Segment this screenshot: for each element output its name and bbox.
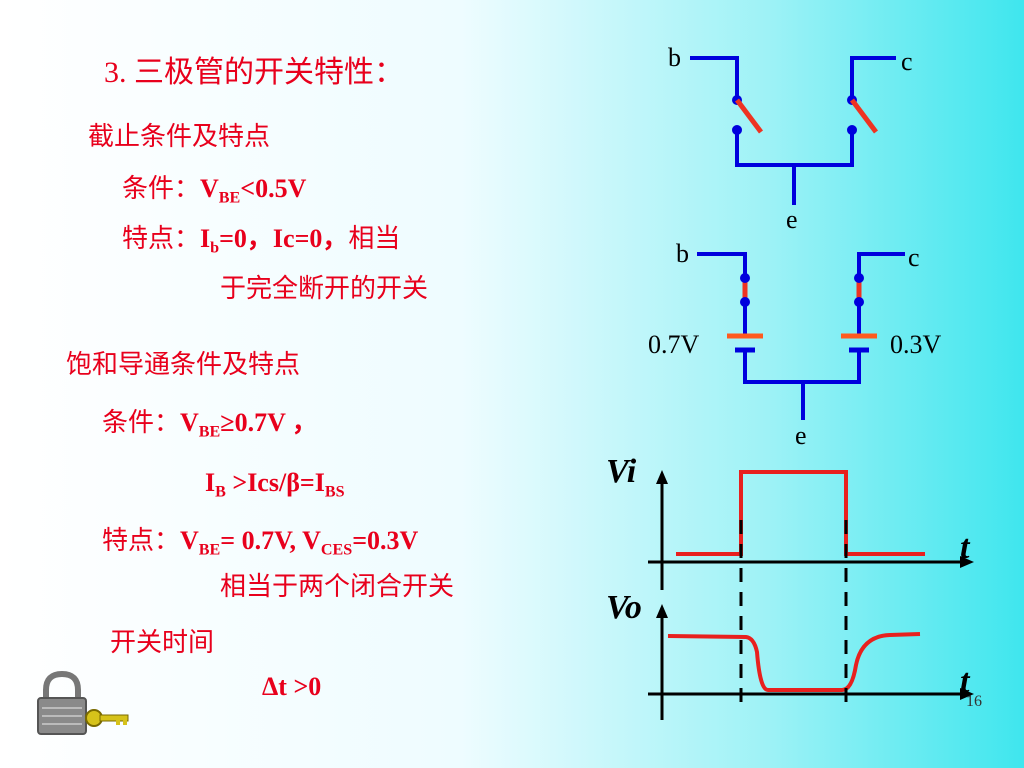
saturation-ib-value: >Ics/β=I — [225, 468, 325, 497]
t-axis-label-vo: t — [960, 663, 971, 700]
cutoff-b-label: b — [668, 43, 681, 72]
vi-axis-x-arrow — [960, 556, 974, 568]
cutoff-c-label: c — [901, 47, 913, 76]
vi-label: Vi — [606, 453, 637, 490]
switch-time-value: Δt >0 — [262, 672, 322, 701]
saturation-ib-sub: B — [215, 483, 226, 501]
vo-axis-y-arrow — [656, 604, 668, 618]
vo-waveform — [667, 632, 921, 692]
cutoff-condition-value: <0.5V — [240, 174, 307, 203]
saturation-feature-sub: BE — [198, 541, 221, 559]
sat-b-wire — [697, 252, 747, 278]
sat-c-label: c — [908, 243, 920, 272]
vo-label: Vo — [606, 589, 642, 626]
sat-b-label: b — [676, 239, 689, 268]
cutoff-circuit-diagram: b c e — [668, 43, 913, 234]
saturation-ib-i: I — [205, 468, 216, 497]
saturation-ib: IB >Ics/β=IBS — [205, 468, 345, 501]
cutoff-feature-value: =0，Ic=0， — [219, 224, 349, 253]
cutoff-condition-prefix: 条件： — [122, 174, 201, 203]
cutoff-e-wire — [735, 130, 854, 167]
cutoff-condition: 条件：VBE<0.5V — [122, 174, 307, 207]
page-number: 16 — [966, 693, 982, 710]
saturation-feature-value: =0.3V — [352, 526, 419, 555]
cutoff-feature-line2: 于完全断开的开关 — [220, 274, 429, 303]
switch-time-heading: 开关时间 — [110, 628, 215, 657]
cutoff-b-wire — [690, 56, 739, 100]
cutoff-b-switch-blade — [735, 98, 763, 134]
saturation-condition-value: ≥0.7V ， — [220, 408, 318, 437]
saturation-feature-line2: 相当于两个闭合开关 — [220, 572, 455, 601]
cutoff-feature-i: I — [200, 224, 211, 253]
vo-axis-x-arrow — [960, 688, 974, 700]
saturation-feature-prefix: 特点： — [102, 526, 181, 555]
saturation-feature: 特点：VBE= 0.7V, VCES=0.3V — [102, 526, 419, 559]
vi-waveform — [676, 470, 925, 556]
sat-c-contact-top — [854, 273, 864, 283]
waveform-plot: Vi t Vo t — [606, 453, 974, 720]
battery-0-3v-label: 0.3V — [890, 330, 942, 359]
saturation-condition-v: V — [180, 408, 199, 437]
t-axis-label-vi: t — [960, 529, 971, 566]
sat-b-contact-top — [740, 273, 750, 283]
saturation-condition-prefix: 条件： — [102, 408, 181, 437]
cutoff-c-switch-blade — [850, 98, 878, 134]
sat-c-wire — [857, 252, 905, 278]
saturation-feature-mid: = 0.7V, V — [220, 526, 321, 555]
saturation-condition-sub: BE — [198, 423, 221, 441]
cutoff-e-label: e — [786, 205, 798, 234]
cutoff-condition-sub: BE — [218, 189, 241, 207]
cutoff-condition-v: V — [200, 174, 219, 203]
sat-e-label: e — [795, 421, 807, 450]
cutoff-feature-isub: b — [210, 239, 220, 257]
cutoff-c-wire — [850, 56, 896, 100]
vi-axis-y-arrow — [656, 470, 668, 484]
saturation-feature-sub2: CES — [320, 541, 353, 559]
sat-e-wire — [743, 352, 861, 384]
saturation-circuit-diagram: b c 0.7V 0.3V e — [648, 239, 942, 450]
cutoff-feature-tail: 相当 — [348, 224, 401, 253]
cutoff-feature-prefix: 特点： — [122, 224, 201, 253]
saturation-ib-sub2: BS — [324, 483, 345, 501]
saturation-feature-v: V — [180, 526, 199, 555]
cutoff-feature: 特点：Ib=0，Ic=0，相当 — [122, 224, 401, 257]
saturation-condition: 条件：VBE≥0.7V ， — [102, 408, 318, 441]
cutoff-heading: 截止条件及特点 — [88, 122, 271, 151]
slide-title: 3. 三极管的开关特性： — [104, 56, 404, 89]
battery-0-7v-label: 0.7V — [648, 330, 700, 359]
saturation-heading: 饱和导通条件及特点 — [66, 350, 301, 379]
